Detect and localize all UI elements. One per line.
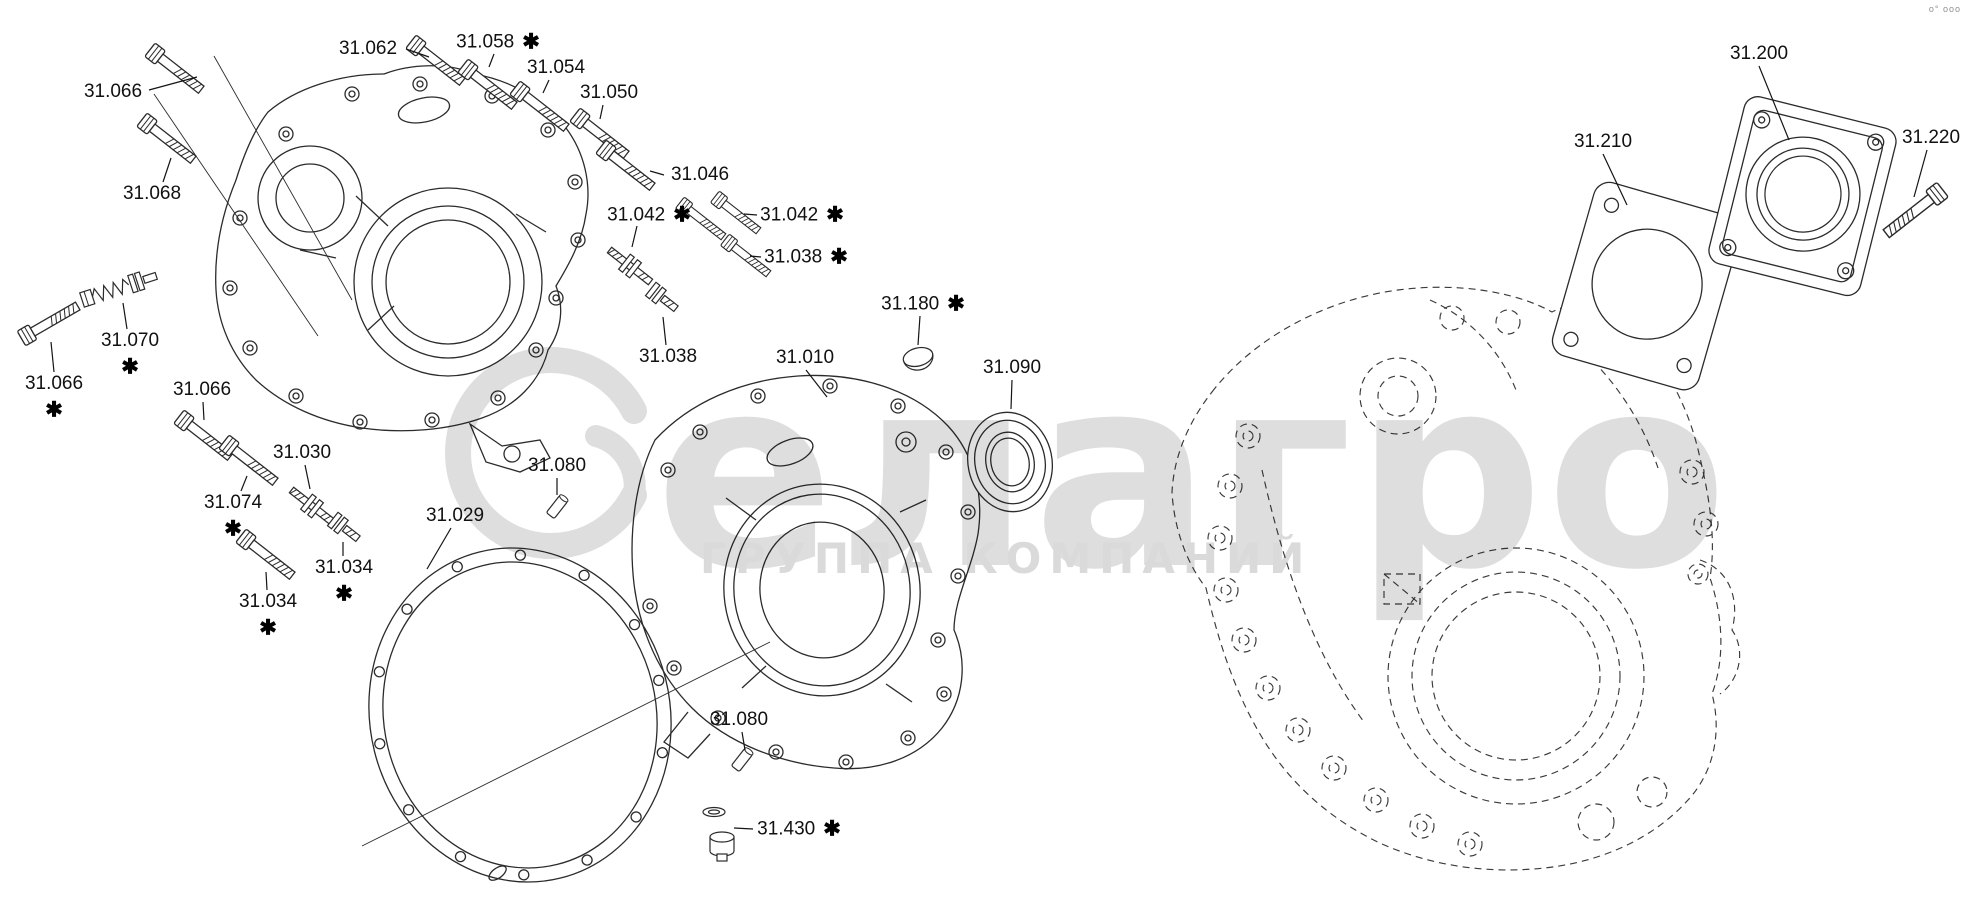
leader-line — [599, 104, 604, 120]
bolt-31-066-left — [16, 297, 83, 347]
leader-line — [733, 827, 754, 830]
washers-31-038 — [644, 281, 682, 316]
leader-line — [304, 464, 311, 490]
bearing-31-090-drawing — [966, 411, 1054, 513]
gasket-31-210-drawing — [1551, 181, 1742, 391]
leader-line — [50, 341, 55, 373]
leader-line — [631, 225, 638, 248]
center-housing-bolt-holes — [642, 378, 976, 770]
right-housing-dashed-drawing — [1171, 286, 1741, 871]
spring-assembly-31-070 — [78, 266, 160, 310]
bolt-31-066-mid — [173, 409, 237, 465]
projection-lines — [153, 55, 771, 847]
leader-lines — [50, 48, 1928, 830]
bolt-31-054 — [509, 80, 573, 136]
leader-line — [542, 79, 550, 94]
leader-line — [488, 53, 495, 68]
plug-31-430-drawing — [709, 831, 735, 862]
leader-line — [917, 315, 921, 346]
bolt-31-068 — [136, 112, 200, 168]
leader-line — [265, 571, 268, 591]
pin-31-080-top — [545, 492, 570, 520]
leader-line — [148, 76, 198, 91]
bolt-31-058 — [457, 58, 521, 114]
left-housing-drawing — [215, 65, 589, 473]
leader-line — [1602, 153, 1628, 206]
leader-line — [1010, 379, 1013, 410]
corner-mark: о° ооо — [1928, 4, 1961, 14]
leader-line — [405, 48, 430, 58]
leader-line — [122, 302, 128, 330]
bolt-31-220 — [1879, 181, 1950, 242]
stud-31-042 — [603, 241, 657, 291]
center-housing-31-010-drawing — [631, 374, 981, 770]
leader-line — [649, 170, 665, 176]
leader-line — [805, 369, 828, 398]
bolt-31-038 — [719, 233, 774, 280]
left-housing-bolt-holes — [222, 76, 586, 430]
leader-line — [240, 475, 248, 492]
flange-31-200-drawing — [1708, 96, 1897, 297]
leader-line — [202, 401, 205, 421]
leader-line — [1758, 65, 1790, 141]
leader-line — [162, 157, 172, 183]
leader-line — [1913, 149, 1928, 198]
bolt-31-062 — [405, 34, 469, 90]
pin-31-080-bottom — [730, 745, 755, 773]
leader-line — [749, 255, 762, 258]
bolt-31-046 — [595, 139, 659, 195]
leader-line — [426, 527, 452, 570]
bolt-31-074 — [218, 434, 282, 490]
leader-line — [741, 731, 746, 751]
washer-31-430-drawing — [702, 806, 726, 818]
plug-31-180-drawing — [902, 346, 934, 371]
gasket-31-029-drawing — [368, 547, 672, 883]
leader-line — [662, 316, 667, 346]
leader-line — [743, 213, 758, 216]
